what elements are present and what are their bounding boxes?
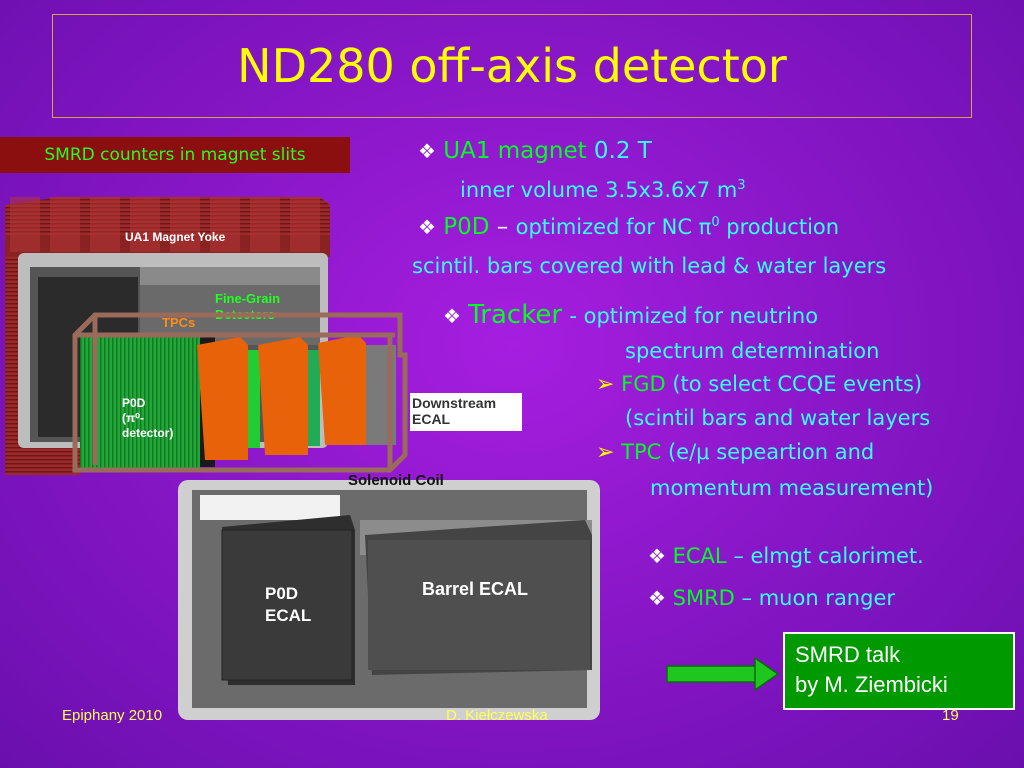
ecal-name: ECAL xyxy=(672,544,727,568)
barrel-ecal-label: Barrel ECAL xyxy=(422,579,528,599)
p0d-desc-exp: 0 xyxy=(711,215,720,230)
arrow-bullet-icon: ➢ xyxy=(596,372,615,397)
p0d-line1: P0D xyxy=(122,396,146,410)
ecal-bullet: ❖ ECAL – elmgt calorimet. xyxy=(648,544,924,568)
p0d-dash: – xyxy=(496,214,509,240)
detector-diagram: UA1 Magnet Yoke Fine-Grain Detectors TPC… xyxy=(5,197,600,720)
tpc-line2: momentum measurement) xyxy=(650,476,934,500)
ua1-name: UA1 magnet xyxy=(443,138,587,164)
smrd-talk-line1: SMRD talk xyxy=(795,642,901,667)
smrd-name: SMRD xyxy=(672,586,735,610)
ua1-volume-exp: 3 xyxy=(737,178,746,193)
diamond-bullet-icon: ❖ xyxy=(648,586,666,610)
fgd-bullet: ➢ FGD (to select CCQE events) xyxy=(596,372,922,397)
page-number: 19 xyxy=(942,707,959,724)
tracker-name: Tracker xyxy=(468,300,563,330)
ua1-bullet: ❖ UA1 magnet 0.2 T xyxy=(418,138,652,164)
p0d-ecal-line1: P0D xyxy=(265,584,298,603)
footer-author: D. Kiełczewska xyxy=(446,707,548,724)
tracker-bullet: ❖ Tracker - optimized for neutrino xyxy=(443,300,818,330)
basket-frame xyxy=(72,312,408,473)
diamond-bullet-icon: ❖ xyxy=(443,304,461,328)
p0d-name: P0D xyxy=(443,214,490,240)
tracker-desc: - optimized for neutrino xyxy=(569,304,819,328)
tpc-bullet: ➢ TPC (e/μ sepeartion and xyxy=(596,440,874,465)
footer-left: Epiphany 2010 xyxy=(62,707,163,724)
tracker-line2: spectrum determination xyxy=(625,339,880,363)
tpc-name: TPC xyxy=(621,440,662,464)
p0d-line3: detector) xyxy=(122,426,173,440)
ecal-desc: – elmgt calorimet. xyxy=(733,544,924,568)
title-box: ND280 off-axis detector xyxy=(52,14,972,118)
smrd-bullet: ❖ SMRD – muon ranger xyxy=(648,586,895,610)
tpc-desc: (e/μ sepeartion and xyxy=(667,440,875,464)
fgd-name: FGD xyxy=(621,372,666,396)
arrow-bullet-icon: ➢ xyxy=(596,440,615,465)
tpcs-label: TPCs xyxy=(162,315,195,330)
diamond-bullet-icon: ❖ xyxy=(418,215,436,239)
smrd-talk-line2: by M. Ziembicki xyxy=(795,672,948,697)
fgd-line2: (scintil bars and water layers xyxy=(625,406,931,430)
p0d-ecal-label: P0D ECAL xyxy=(265,584,311,625)
p0d-ecal-line2: ECAL xyxy=(265,606,311,625)
diamond-bullet-icon: ❖ xyxy=(648,544,666,568)
smrd-desc: – muon ranger xyxy=(741,586,896,610)
p0d-line2: scintil. bars covered with lead & water … xyxy=(412,254,887,278)
downstream-line1: Downstream xyxy=(412,395,496,411)
fgd-desc: (to select CCQE events) xyxy=(672,372,923,396)
page-title: ND280 off-axis detector xyxy=(237,39,787,93)
smrd-talk-box: SMRD talk by M. Ziembicki xyxy=(783,632,1015,710)
p0d-line2: (π⁰- xyxy=(122,411,144,425)
smrd-label: SMRD counters in magnet slits xyxy=(0,137,350,173)
diamond-bullet-icon: ❖ xyxy=(418,139,436,163)
p0d-desc: optimized for NC π xyxy=(515,215,712,239)
downstream-line2: ECAL xyxy=(412,411,451,427)
p0d-bullet: ❖ P0D – optimized for NC π0 production xyxy=(418,214,839,240)
solenoid-coil-label: Solenoid Coil xyxy=(348,472,444,489)
p0d-desc-end: production xyxy=(726,215,840,239)
magnet-yoke-label: UA1 Magnet Yoke xyxy=(125,230,226,244)
ua1-field: 0.2 T xyxy=(593,138,652,164)
downstream-ecal-label: Downstream ECAL xyxy=(412,395,500,427)
ua1-volume-text: inner volume 3.5x3.6x7 m xyxy=(460,178,738,202)
ua1-volume: inner volume 3.5x3.6x7 m3 xyxy=(460,178,746,202)
p0d-label: P0D (π⁰- detector) xyxy=(122,396,173,440)
right-arrow-icon xyxy=(666,656,780,692)
fine-grain-line1: Fine-Grain xyxy=(215,291,280,306)
